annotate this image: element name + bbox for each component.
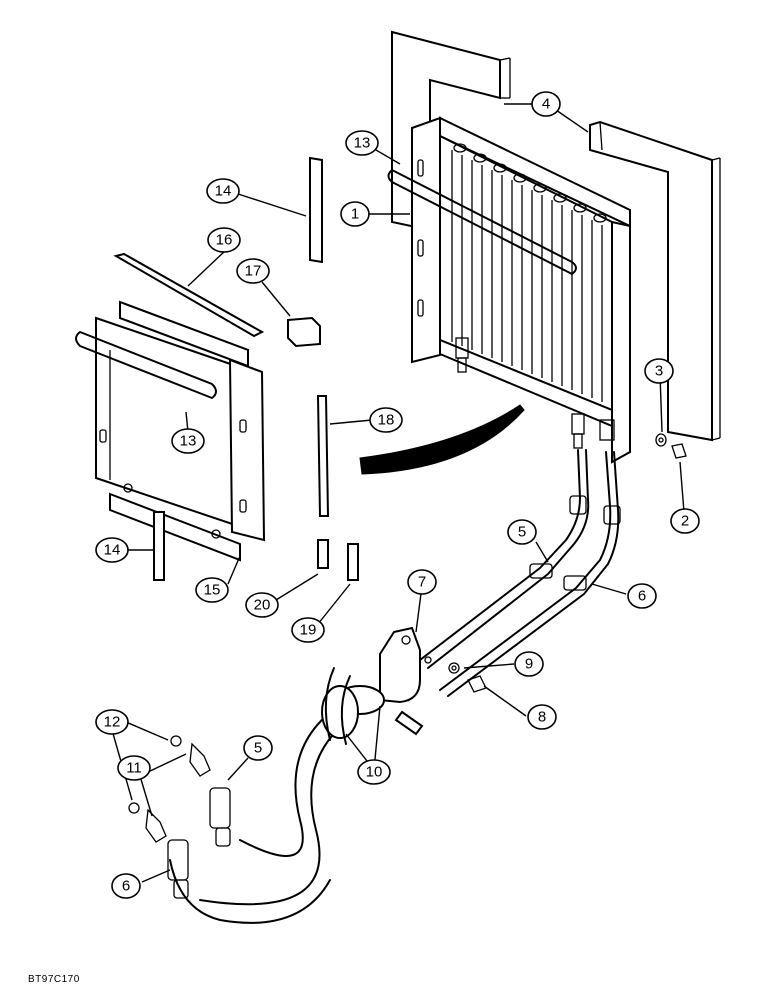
callout-16-label: 16 [216,232,233,249]
callout-5-lower-label: 5 [254,740,262,757]
callout-18-label: 18 [378,412,395,429]
callout-14-lower: 14 [95,537,129,563]
callout-14-upper: 14 [206,178,240,204]
shroud-assembly [75,300,266,562]
callout-8-label: 8 [538,709,546,726]
callout-2: 2 [670,508,700,534]
callout-17-label: 17 [245,263,262,280]
callout-1: 1 [340,201,370,227]
callout-5-upper-label: 5 [518,524,526,541]
callout-7: 7 [407,569,437,595]
callout-15: 15 [195,577,229,603]
callout-6-upper-label: 6 [638,588,646,605]
callout-7-label: 7 [418,574,426,591]
callout-9: 9 [514,651,544,677]
callout-14-upper-label: 14 [215,183,232,200]
callout-12: 12 [95,709,129,735]
callout-14-lower-label: 14 [104,542,121,559]
callout-19-label: 19 [300,622,317,639]
callout-3: 3 [644,358,674,384]
hardware-washer-bolt [655,433,687,459]
callout-12-label: 12 [104,714,121,731]
callout-2-label: 2 [681,513,689,530]
callout-5-lower: 5 [243,735,273,761]
oil-cooler [387,116,631,464]
hoses [128,449,621,924]
callout-16: 16 [207,227,241,253]
callout-4-label: 4 [542,96,550,113]
callout-11-label: 11 [126,760,142,777]
callout-13-lower: 13 [171,428,205,454]
callout-20-label: 20 [254,597,271,614]
assembly-direction-arrow [359,404,525,475]
callout-10-label: 10 [366,764,383,781]
figure-code: BT97C170 [28,974,80,985]
callout-10: 10 [357,759,391,785]
callout-5-upper: 5 [507,519,537,545]
callout-15-label: 15 [204,582,221,599]
callout-9-label: 9 [525,656,533,673]
clamp-bracket [321,626,487,745]
callout-18: 18 [369,407,403,433]
callout-13-upper-label: 13 [354,135,371,152]
callout-4: 4 [531,91,561,117]
callout-6-lower: 6 [111,873,141,899]
callout-13-lower-label: 13 [180,433,197,450]
callout-8: 8 [527,704,557,730]
callout-3-label: 3 [655,363,663,380]
callout-19: 19 [291,617,325,643]
callout-13-upper: 13 [345,130,379,156]
callout-6-lower-label: 6 [122,878,130,895]
callout-1-label: 1 [351,206,359,223]
seal-strips [113,156,359,581]
callout-6-upper: 6 [627,583,657,609]
callout-17: 17 [236,258,270,284]
callout-11: 11 [117,755,151,781]
callout-20: 20 [245,592,279,618]
